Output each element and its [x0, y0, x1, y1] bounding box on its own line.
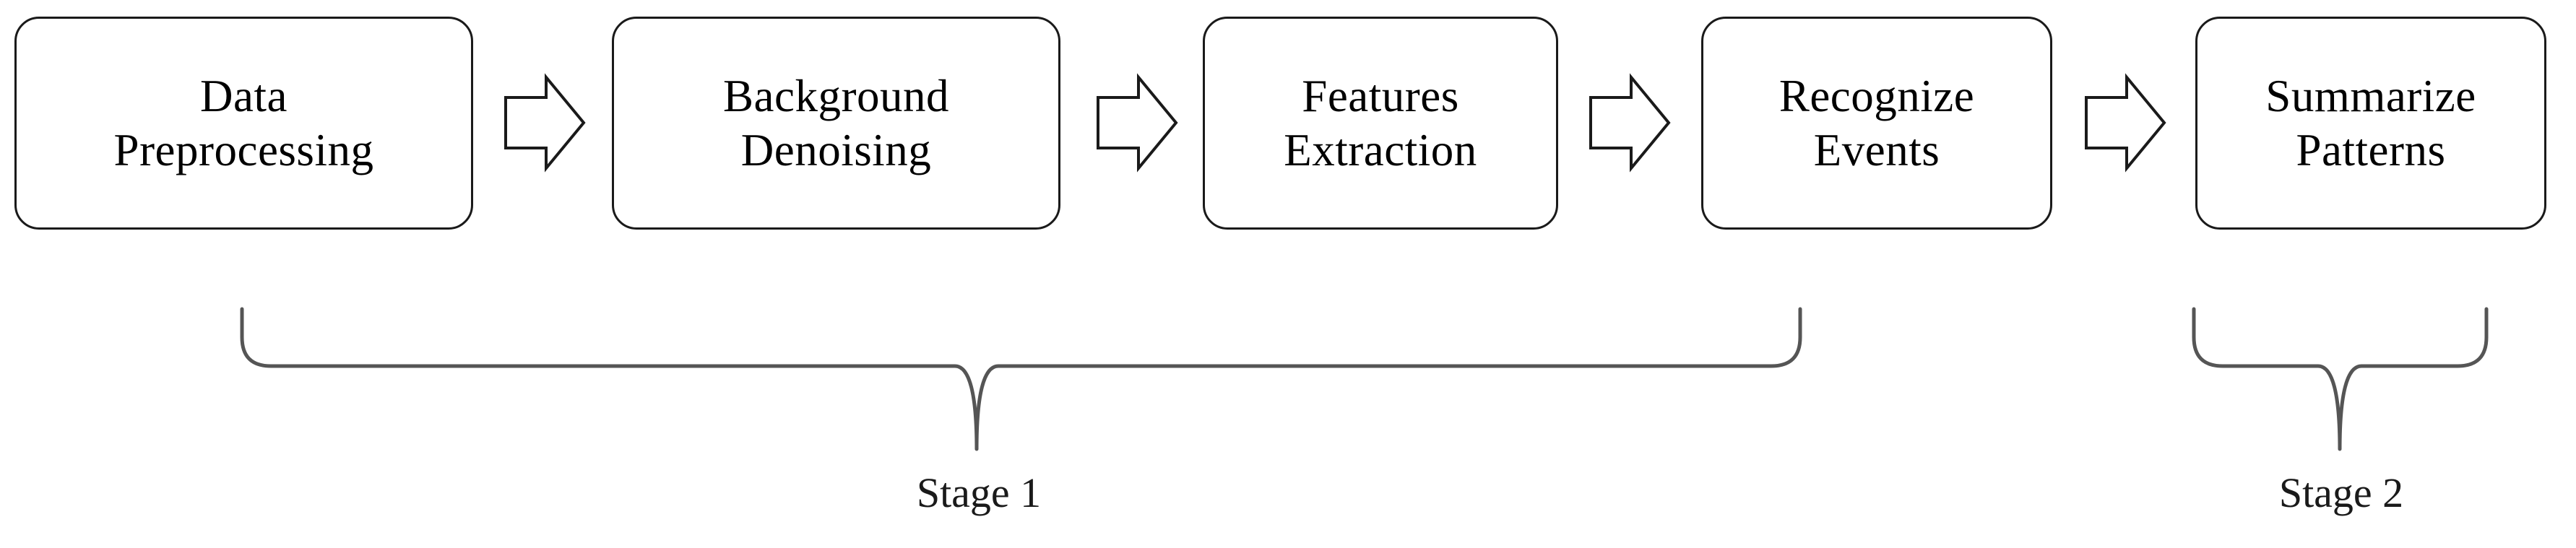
process-box-label-line2: Events [1813, 124, 1940, 175]
process-box-recognize-events[interactable]: Recognize Events [1701, 17, 2052, 230]
process-box-data-preprocessing[interactable]: Data Preprocessing [14, 17, 473, 230]
process-box-features-extraction[interactable]: Features Extraction [1203, 17, 1558, 230]
stage-2-label: Stage 2 [2278, 469, 2404, 516]
stage-2-underbrace [2172, 295, 2508, 464]
process-box-label-line1: Data [200, 71, 288, 122]
process-box-summarize-patterns[interactable]: Summarize Patterns [2195, 17, 2546, 230]
process-box-background-denoising[interactable]: Background Denoising [612, 17, 1060, 230]
process-box-label-line2: Denoising [740, 124, 932, 175]
process-box-label-line2: Patterns [2296, 124, 2446, 175]
flow-arrow-right-icon [504, 73, 586, 173]
flow-arrow-right-icon [1097, 73, 1178, 173]
flow-arrow-right-icon [2085, 73, 2166, 173]
process-box-label-line1: Recognize [1778, 71, 1975, 122]
stage-1-label: Stage 1 [916, 469, 1042, 516]
process-box-label-line1: Features [1302, 71, 1459, 122]
process-box-label-line2: Extraction [1284, 124, 1477, 175]
process-box-label-line1: Background [723, 71, 949, 122]
process-box-label-line2: Preprocessing [113, 124, 374, 175]
process-box-label-line1: Summarize [2265, 71, 2476, 122]
flow-arrow-right-icon [1589, 73, 1671, 173]
stage-1-underbrace [220, 295, 1822, 464]
